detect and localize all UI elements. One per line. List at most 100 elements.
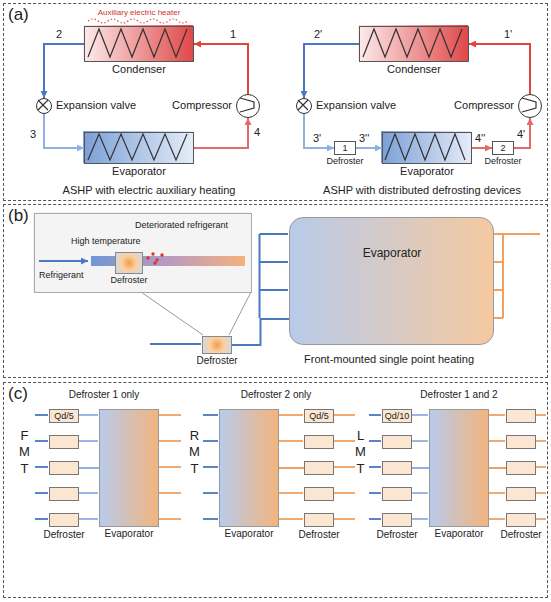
refrigerant-line	[194, 118, 248, 148]
refrigerant-line	[412, 467, 429, 469]
manifold-branch	[260, 261, 289, 263]
node-label: Refrigerant	[39, 270, 84, 281]
state-number: 1	[230, 28, 236, 41]
defroster-box	[49, 461, 79, 475]
expansion-valve: Expansion valve	[296, 98, 312, 114]
callout-line	[229, 292, 251, 335]
defroster-box	[304, 513, 334, 527]
state-number: 2	[56, 28, 62, 41]
flow-line	[369, 440, 381, 442]
inlet-manifold	[259, 234, 261, 318]
node-label: Defroster	[110, 275, 147, 286]
refrigerant-line	[232, 319, 289, 345]
heater-wire	[88, 19, 188, 23]
flow-line	[35, 492, 48, 494]
defroster-box	[49, 487, 79, 501]
refrigerant-line	[44, 114, 84, 148]
node-label: Compressor	[454, 99, 514, 112]
node-label: 2	[500, 144, 505, 153]
node-label: Evaporator	[435, 528, 484, 540]
evaporator-block: Evaporator	[289, 217, 494, 345]
callout-line	[141, 292, 203, 335]
valve-symbol	[298, 100, 308, 110]
state-number: 3	[30, 128, 36, 141]
flow-line	[203, 492, 218, 494]
panel-frame: (c)Qd/5DefrosterEvaporatorEvaporatorQd/5…	[3, 382, 548, 598]
flow-line	[278, 440, 303, 442]
node-label: 1	[342, 144, 347, 153]
defroster-box	[506, 513, 536, 527]
manifold-branch	[260, 289, 289, 291]
heater-label: Auxiliary electric heater	[98, 8, 181, 18]
flow-line	[535, 492, 546, 494]
node-label: Deteriorated refrigerant	[135, 220, 228, 231]
flow-line	[411, 414, 428, 416]
node-label: Defroster	[196, 355, 237, 367]
manifold-branch	[493, 261, 503, 263]
defroster-box	[382, 435, 412, 449]
flow-line	[203, 518, 218, 520]
evaporator-block: Evaporator	[219, 409, 279, 527]
flow-line	[535, 414, 546, 416]
flow-line	[203, 440, 218, 442]
flow-line	[333, 440, 355, 442]
panel-label: (a)	[8, 5, 29, 25]
defroster-box	[304, 435, 334, 449]
case-title: Defroster 2 only	[241, 389, 312, 401]
node-label: Evaporator	[400, 165, 454, 178]
flow-line	[411, 518, 428, 520]
defroster-box	[506, 409, 536, 423]
flow-line	[333, 492, 355, 494]
flow-line	[535, 518, 546, 520]
defroster-box	[49, 435, 79, 449]
deteriorated-dot	[160, 253, 163, 256]
flow-line	[369, 466, 381, 468]
flow-line	[488, 440, 505, 442]
node-label: Expansion valve	[56, 99, 136, 112]
evaporator-coil: Evaporator	[382, 132, 472, 164]
defroster-box	[304, 487, 334, 501]
state-number: 1'	[504, 28, 512, 41]
evaporator-fill	[381, 131, 471, 163]
state-number: 3'	[313, 132, 321, 145]
coil-zigzag	[88, 29, 187, 57]
node-label: Defroster	[43, 529, 84, 541]
node-label: High temperature	[71, 236, 141, 247]
flow-arrow	[39, 260, 88, 262]
flow-line	[333, 466, 355, 468]
case-code: R M T	[188, 428, 201, 477]
refrigerant-line	[489, 467, 506, 469]
deteriorated-dot	[153, 261, 156, 264]
deteriorated-dot	[146, 256, 149, 259]
flow-line	[158, 440, 181, 442]
inset-box: Refrigerant High temperature Deteriorated …	[34, 213, 252, 293]
flow-line	[488, 518, 505, 520]
flow-line	[35, 414, 48, 416]
outlet-pipe	[493, 233, 540, 235]
flow-line	[35, 440, 48, 442]
evaporator-block: Evaporator	[429, 409, 489, 527]
panel-label: (c)	[8, 384, 28, 404]
flow-line	[78, 518, 98, 520]
flow-line	[333, 414, 355, 416]
refrigerant-line	[304, 114, 334, 148]
condenser-fill	[83, 25, 193, 61]
node-label: Evaporator	[225, 528, 274, 540]
flow-line	[203, 414, 218, 416]
flow-line	[203, 466, 218, 468]
node-label: Defroster	[500, 529, 541, 541]
caption: Front-mounted single point heating	[304, 353, 474, 366]
compressor: Compressor	[236, 94, 260, 118]
flow-line	[535, 440, 546, 442]
deteriorated-dot	[155, 258, 158, 261]
caption: ASHP with electric auxiliary heating	[63, 184, 236, 197]
defroster-box	[506, 487, 536, 501]
defroster-column: Qd/5Defroster	[49, 409, 79, 527]
inlet-pipe	[150, 343, 201, 345]
flow-line	[369, 492, 381, 494]
node-label: Defroster	[326, 156, 363, 167]
flow-line	[158, 518, 181, 520]
coil-zigzag	[363, 29, 462, 57]
defroster-box	[304, 461, 334, 475]
refrigerant-line	[469, 44, 530, 94]
